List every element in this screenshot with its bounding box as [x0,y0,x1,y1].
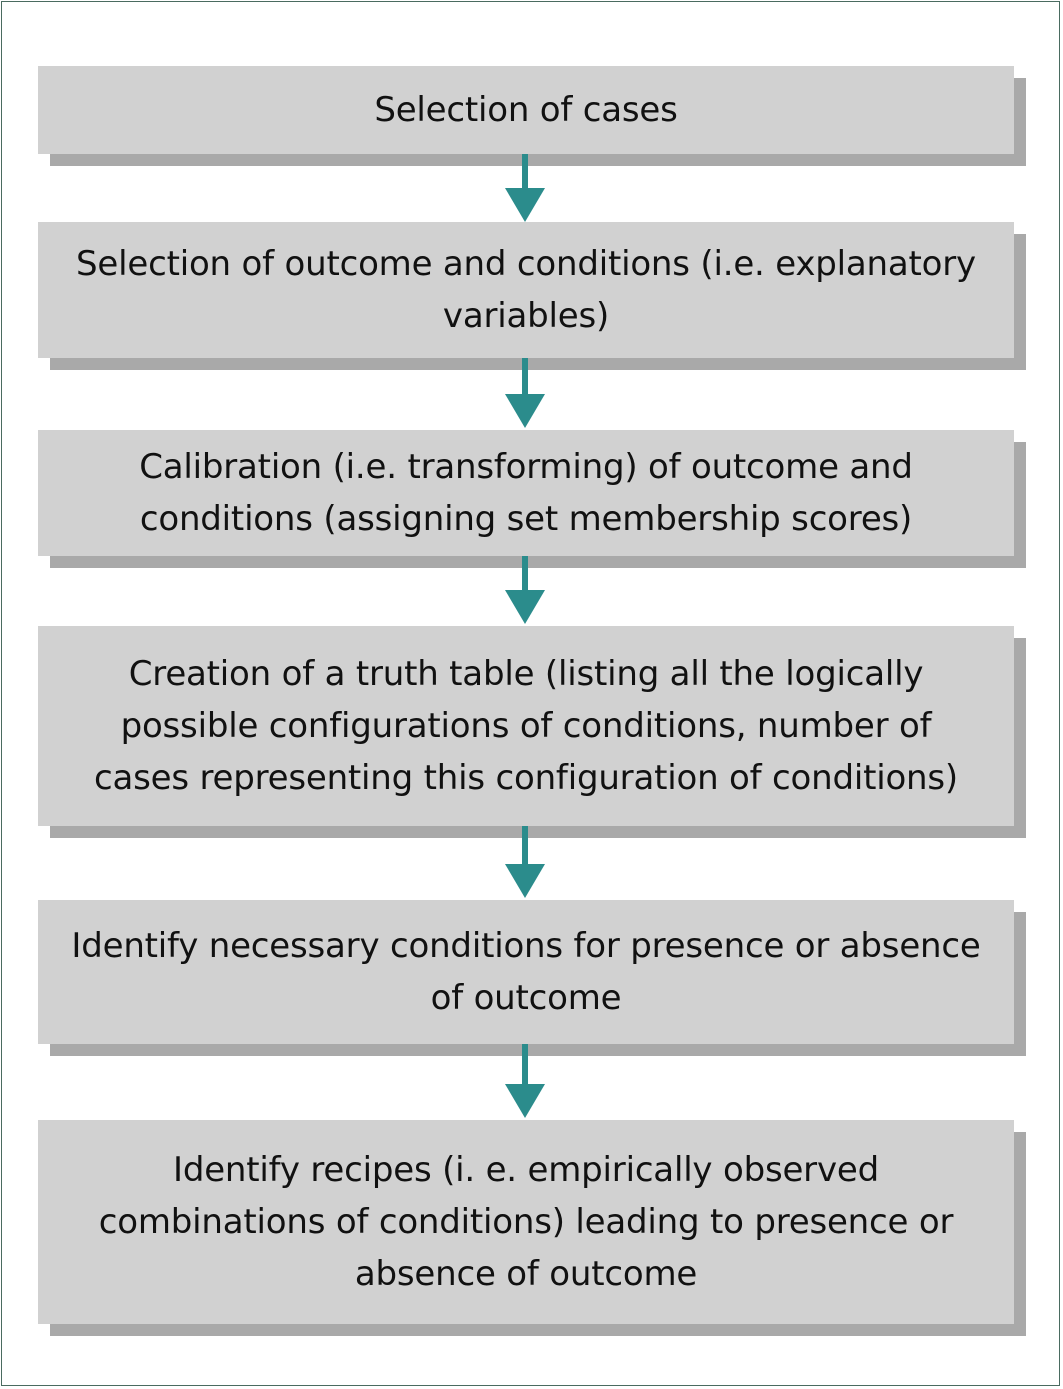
step-creation-of-truth-table: Creation of a truth table (listing all t… [38,626,1026,838]
down-arrow-icon [505,154,545,222]
step-box: Creation of a truth table (listing all t… [38,626,1014,826]
step-selection-of-cases: Selection of cases [38,66,1026,166]
step-label: Selection of outcome and conditions (i.e… [76,244,976,336]
step-box: Selection of outcome and conditions (i.e… [38,222,1014,358]
step-label: Creation of a truth table (listing all t… [93,654,958,798]
step-calibration: Calibration (i.e. transforming) of outco… [38,430,1026,568]
step-identify-recipes: Identify recipes (i. e. empirically obse… [38,1120,1026,1336]
step-label: Identify recipes (i. e. empirically obse… [98,1150,954,1294]
step-label: Selection of cases [374,90,678,130]
step-box: Selection of cases [38,66,1014,154]
down-arrow-icon [505,556,545,624]
step-label: Identify necessary conditions for presen… [71,926,981,1018]
step-selection-of-outcome-and-conditions: Selection of outcome and conditions (i.e… [38,222,1026,370]
step-box: Identify necessary conditions for presen… [38,900,1014,1044]
down-arrow-icon [505,826,545,898]
down-arrow-icon [505,1044,545,1118]
step-label: Calibration (i.e. transforming) of outco… [139,447,913,539]
step-box: Calibration (i.e. transforming) of outco… [38,430,1014,556]
down-arrow-icon [505,358,545,428]
step-identify-necessary-conditions: Identify necessary conditions for presen… [38,900,1026,1056]
step-box: Identify recipes (i. e. empirically obse… [38,1120,1014,1324]
